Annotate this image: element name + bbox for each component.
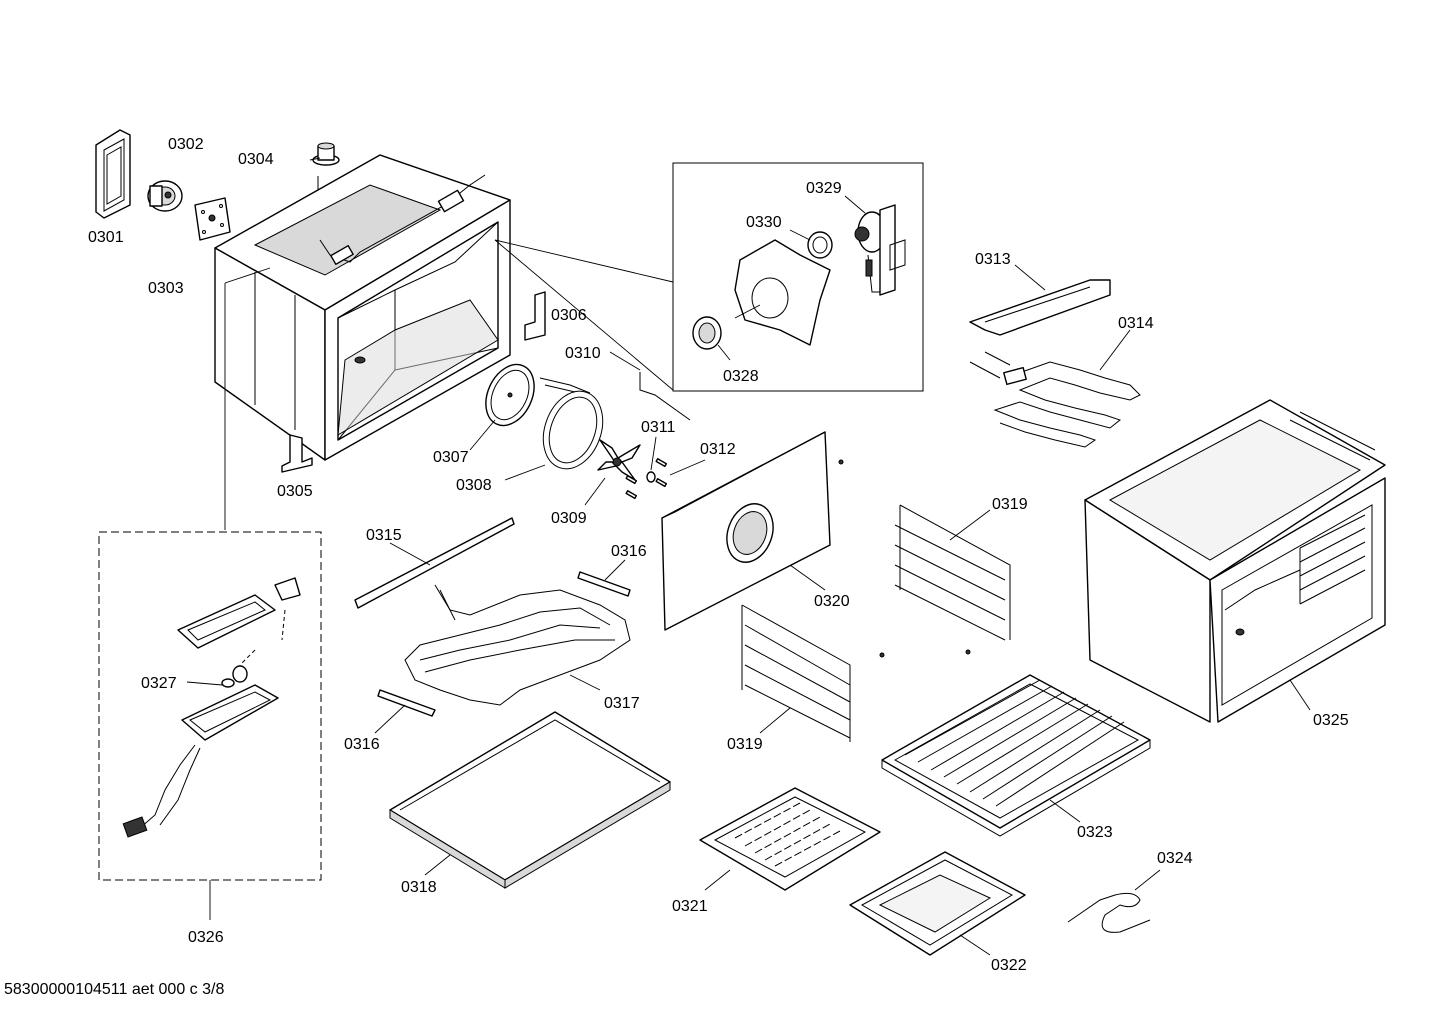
part-0315-drawing [354, 517, 515, 609]
label-0305: 0305 [277, 483, 313, 500]
label-0316-lower: 0316 [344, 736, 380, 753]
label-0316-upper: 0316 [611, 543, 647, 560]
label-0330: 0330 [746, 214, 782, 231]
label-0314: 0314 [1118, 315, 1154, 332]
label-0327: 0327 [141, 675, 177, 692]
label-0308: 0308 [456, 477, 492, 494]
oven-cavity-assembly-drawing [214, 154, 511, 461]
label-0329: 0329 [806, 180, 842, 197]
part-0313-drawing [969, 264, 1111, 336]
drawing-reference-number: 58300000104511 aet 000 c 3/8 [4, 981, 225, 998]
label-0326: 0326 [188, 929, 224, 946]
part-0305-drawing [281, 434, 313, 473]
label-0306: 0306 [551, 307, 587, 324]
label-0313: 0313 [975, 251, 1011, 268]
label-0315: 0315 [366, 527, 402, 544]
part-0316-drawing-b [374, 689, 436, 734]
part-0314-drawing [969, 329, 1141, 448]
label-0309: 0309 [551, 510, 587, 527]
part-0301-drawing [95, 129, 131, 219]
part-0316-drawing-a [577, 559, 631, 597]
part-0318-drawing [389, 711, 671, 889]
label-0301: 0301 [88, 229, 124, 246]
part-0308-drawing [539, 377, 604, 470]
part-0319-drawing-a [894, 504, 1011, 655]
part-0326-drawing [98, 531, 322, 920]
part-0324-drawing [1067, 869, 1161, 933]
part-0325-drawing [1084, 399, 1386, 723]
label-0323: 0323 [1077, 824, 1113, 841]
label-0319-upper: 0319 [992, 496, 1028, 513]
label-0321: 0321 [672, 898, 708, 915]
label-0312: 0312 [700, 441, 736, 458]
label-0304: 0304 [238, 151, 274, 168]
part-0304-drawing [312, 142, 340, 195]
label-0318: 0318 [401, 879, 437, 896]
label-0325: 0325 [1313, 712, 1349, 729]
part-0309-drawing [597, 439, 641, 481]
part-labels: 0301 0302 0303 0304 0305 0306 0307 0308 … [88, 136, 1349, 974]
label-0319-lower: 0319 [727, 736, 763, 753]
label-0320: 0320 [814, 593, 850, 610]
part-0311-drawing [625, 436, 706, 500]
label-0307: 0307 [433, 449, 469, 466]
detail-inset-drawing [494, 162, 924, 392]
part-0317-drawing [404, 584, 631, 706]
part-0303-drawing [194, 197, 231, 241]
part-0322-drawing [849, 851, 1026, 956]
part-0310-drawing [609, 351, 691, 421]
label-0328: 0328 [723, 368, 759, 385]
label-0311: 0311 [641, 419, 676, 436]
label-0302: 0302 [168, 136, 204, 153]
part-0321-drawing [699, 787, 881, 891]
part-0320-drawing [661, 431, 844, 631]
part-0302-drawing [147, 180, 183, 212]
label-0303: 0303 [148, 280, 184, 297]
label-0317: 0317 [604, 695, 640, 712]
label-0324: 0324 [1157, 850, 1193, 867]
part-0307-drawing [485, 363, 535, 427]
part-0306-drawing [524, 291, 546, 341]
label-0322: 0322 [991, 957, 1027, 974]
label-0310: 0310 [565, 345, 601, 362]
part-0323-drawing [881, 674, 1151, 837]
part-0319-drawing-b [741, 604, 885, 742]
